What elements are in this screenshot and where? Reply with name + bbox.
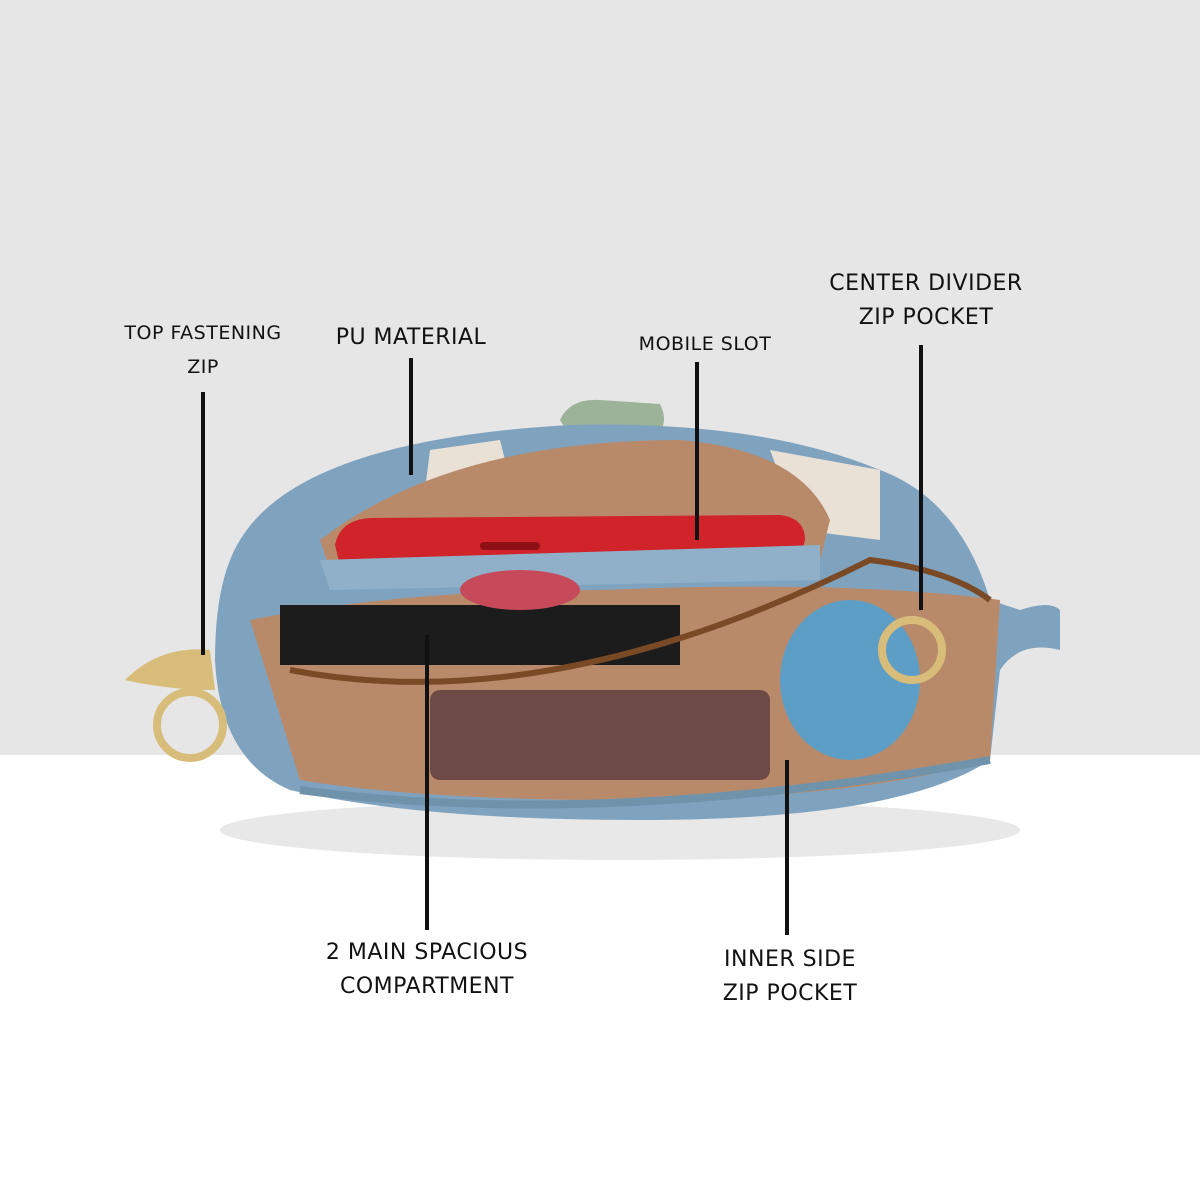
callout-line bbox=[919, 345, 923, 610]
callout-center-divider-zip-pocket: CENTER DIVIDER ZIP POCKET bbox=[829, 267, 1022, 335]
callout-line bbox=[695, 362, 699, 540]
callout-text: CENTER DIVIDER bbox=[829, 271, 1023, 296]
callout-text: 2 MAIN SPACIOUS bbox=[325, 940, 529, 965]
callout-inner-side-zip-pocket: INNER SIDE ZIP POCKET bbox=[723, 943, 858, 1011]
callout-text: INNER SIDE bbox=[724, 947, 856, 972]
callout-pu-material: PU MATERIAL bbox=[336, 321, 487, 355]
pink-item bbox=[460, 570, 580, 610]
callout-line bbox=[425, 635, 429, 930]
callout-line bbox=[201, 392, 205, 655]
wallet bbox=[430, 690, 770, 780]
callout-text: PU MATERIAL bbox=[335, 325, 487, 350]
top-zip bbox=[299, 756, 991, 809]
zip-puller-left bbox=[125, 649, 215, 690]
callout-top-fastening-zip: TOP FASTENING ZIP bbox=[124, 316, 281, 384]
callout-text: ZIP POCKET bbox=[858, 305, 994, 330]
callout-text: ZIP POCKET bbox=[722, 981, 858, 1006]
callout-text: MOBILE SLOT bbox=[638, 333, 772, 355]
phone-port bbox=[480, 542, 540, 550]
bag-shadow bbox=[220, 800, 1020, 860]
callout-main-compartment: 2 MAIN SPACIOUS COMPARTMENT bbox=[326, 936, 528, 1004]
mobile-slot-pocket bbox=[320, 545, 820, 590]
callout-text: COMPARTMENT bbox=[340, 974, 514, 999]
callout-line bbox=[785, 760, 789, 935]
callout-text: TOP FASTENING bbox=[124, 322, 282, 344]
divider-zip bbox=[289, 556, 992, 685]
zip-puller-charm-right bbox=[878, 616, 946, 684]
zip-puller-charm-left bbox=[153, 688, 227, 762]
callout-line bbox=[409, 358, 413, 475]
callout-mobile-slot: MOBILE SLOT bbox=[639, 327, 772, 361]
callout-text: ZIP bbox=[187, 356, 219, 378]
